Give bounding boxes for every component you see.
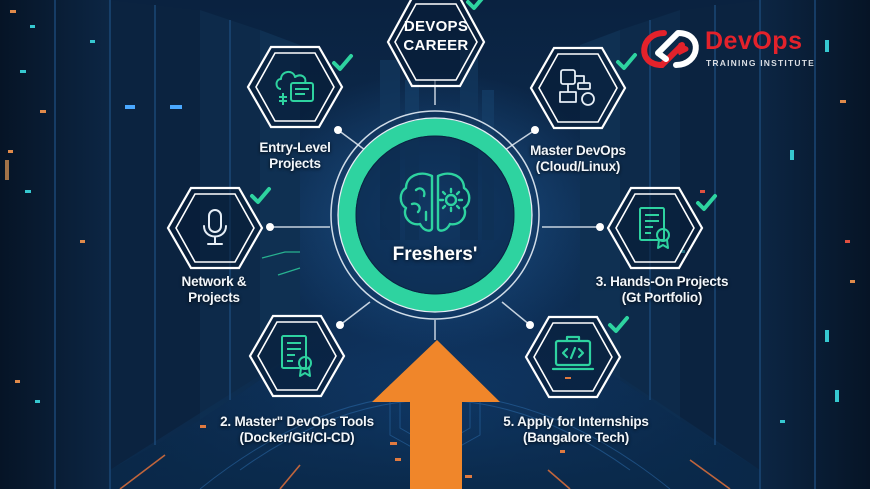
label-line-1: 2. Masterʺ DevOps Tools	[220, 414, 374, 429]
label-line-1: Entry-Level	[259, 140, 331, 155]
label-line-2: Projects	[188, 290, 240, 306]
center-label: Freshers'	[392, 244, 478, 265]
label-entry-level: Entry-Level Projects	[240, 140, 350, 172]
label-internships: 5. Apply for Internships (Bangalore Tech…	[496, 414, 656, 446]
label-line-2: (Gt Portfolio)	[621, 290, 703, 306]
label-hands-on: 3. Hands-On Projects (Gt Portfolio)	[582, 274, 742, 306]
label-line-1: 5. Apply for Internships	[503, 414, 649, 429]
label-line-1: Master DevOps	[530, 143, 626, 158]
label-line-2: (Cloud/Linux)	[535, 159, 621, 175]
label-line-2: (Bangalore Tech)	[522, 430, 630, 446]
label-line-1: 3. Hands-On Projects	[595, 274, 729, 289]
title-line-2: CAREER	[403, 36, 469, 54]
label-devops-tools: 2. Masterʺ DevOps Tools (Docker/Git/CI-C…	[212, 414, 382, 446]
label-line-1: Network &	[181, 274, 247, 289]
brand-tagline: TRAINING INSTITUTE	[706, 58, 815, 68]
devops-career-title: DEVOPS CAREER	[396, 18, 476, 56]
label-network: Network & Projects	[164, 274, 264, 306]
label-line-2: Projects	[269, 156, 321, 172]
brand-name: DevOps	[705, 27, 803, 55]
title-line-1: DEVOPS	[403, 18, 469, 35]
label-master-devops: Master DevOps (Cloud/Linux)	[518, 143, 638, 175]
label-line-2: (Docker/Git/CI-CD)	[239, 430, 355, 446]
